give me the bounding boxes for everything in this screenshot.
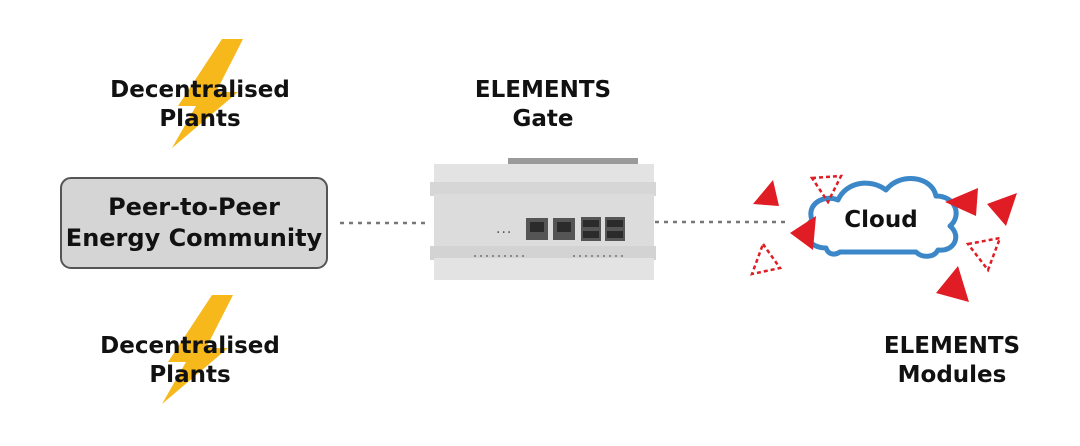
modules-label-line1: ELEMENTS [883,333,1021,359]
plants-label-top: Decentralised Plants [95,76,305,134]
energy-community-box: Peer-to-Peer Energy Community [60,177,328,269]
plants-label-bottom: Decentralised Plants [85,332,295,390]
plants-label-bottom-line2: Plants [149,362,231,388]
cloud-label: Cloud [844,207,918,233]
plants-label-top-line2: Plants [159,106,241,132]
modules-label-line2: Modules [897,362,1007,388]
module-triangle-icon [936,266,969,302]
module-triangle-outline-icon [750,241,783,276]
modules-label: ELEMENTS Modules [852,332,1052,390]
energy-community-line2: Energy Community [65,224,323,252]
module-triangle-icon [945,188,978,216]
gate-label-line1: ELEMENTS [474,77,612,103]
module-triangle-icon [753,180,779,206]
plants-label-top-line1: Decentralised [110,77,290,103]
module-triangles [750,174,1017,302]
lightning-bolt-icon-bottom [162,295,233,404]
module-triangle-icon [790,216,816,250]
module-triangle-icon [987,193,1017,226]
lightning-bolt-icon-top [172,39,243,148]
gate-device [430,158,656,280]
module-triangle-outline-icon [965,236,1002,273]
module-triangle-outline-icon [809,174,844,205]
plants-label-bottom-line1: Decentralised [100,333,280,359]
gate-ellipsis: ... [496,221,513,237]
gate-label-line2: Gate [512,106,574,132]
energy-community-line1: Peer-to-Peer [108,193,280,221]
gate-label: ELEMENTS Gate [443,76,643,134]
cloud-icon [803,176,959,259]
